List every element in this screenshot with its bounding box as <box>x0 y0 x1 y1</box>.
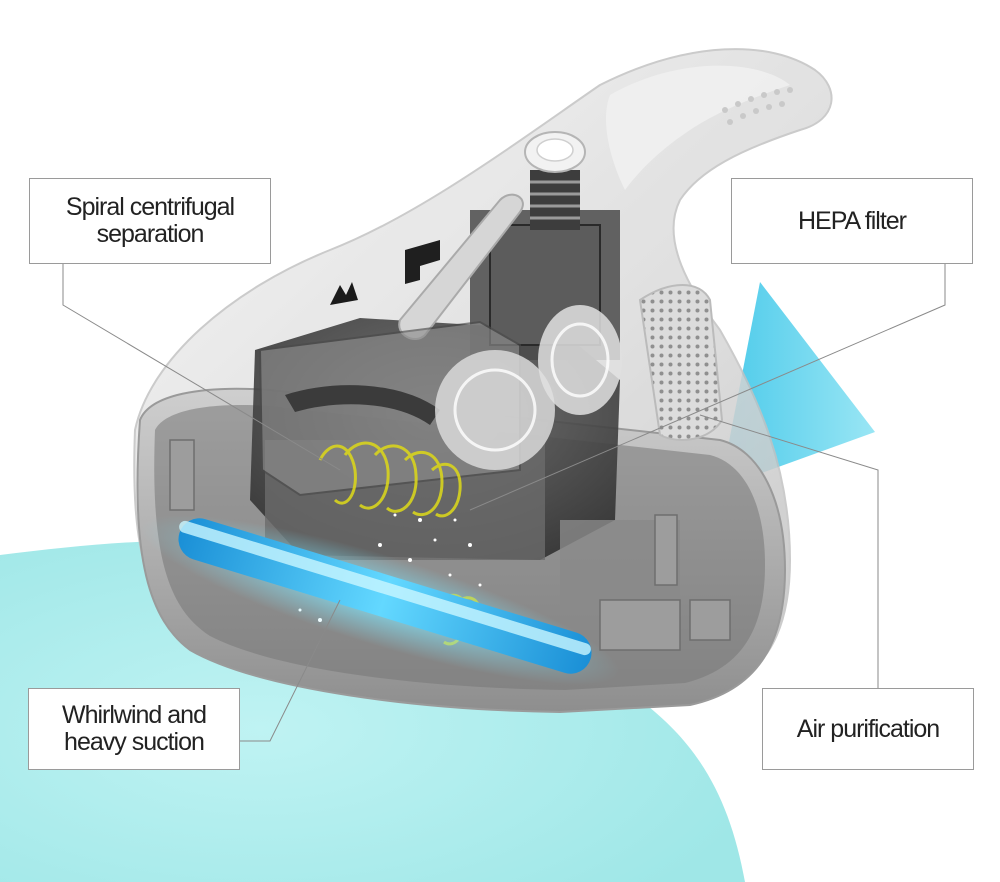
callout-air-purification: Air purification <box>762 688 974 770</box>
callout-whirlwind-suction: Whirlwind and heavy suction <box>28 688 240 770</box>
uv-lamp <box>140 515 620 685</box>
callout-spiral-separation: Spiral centrifugal separation <box>29 178 271 264</box>
callout-hepa-filter: HEPA filter <box>731 178 973 264</box>
leader-lines <box>62 264 946 742</box>
internal-housing <box>250 131 680 630</box>
hepa-filter-panel <box>638 284 724 441</box>
base-posts <box>169 439 731 651</box>
power-button-icon <box>524 131 586 173</box>
